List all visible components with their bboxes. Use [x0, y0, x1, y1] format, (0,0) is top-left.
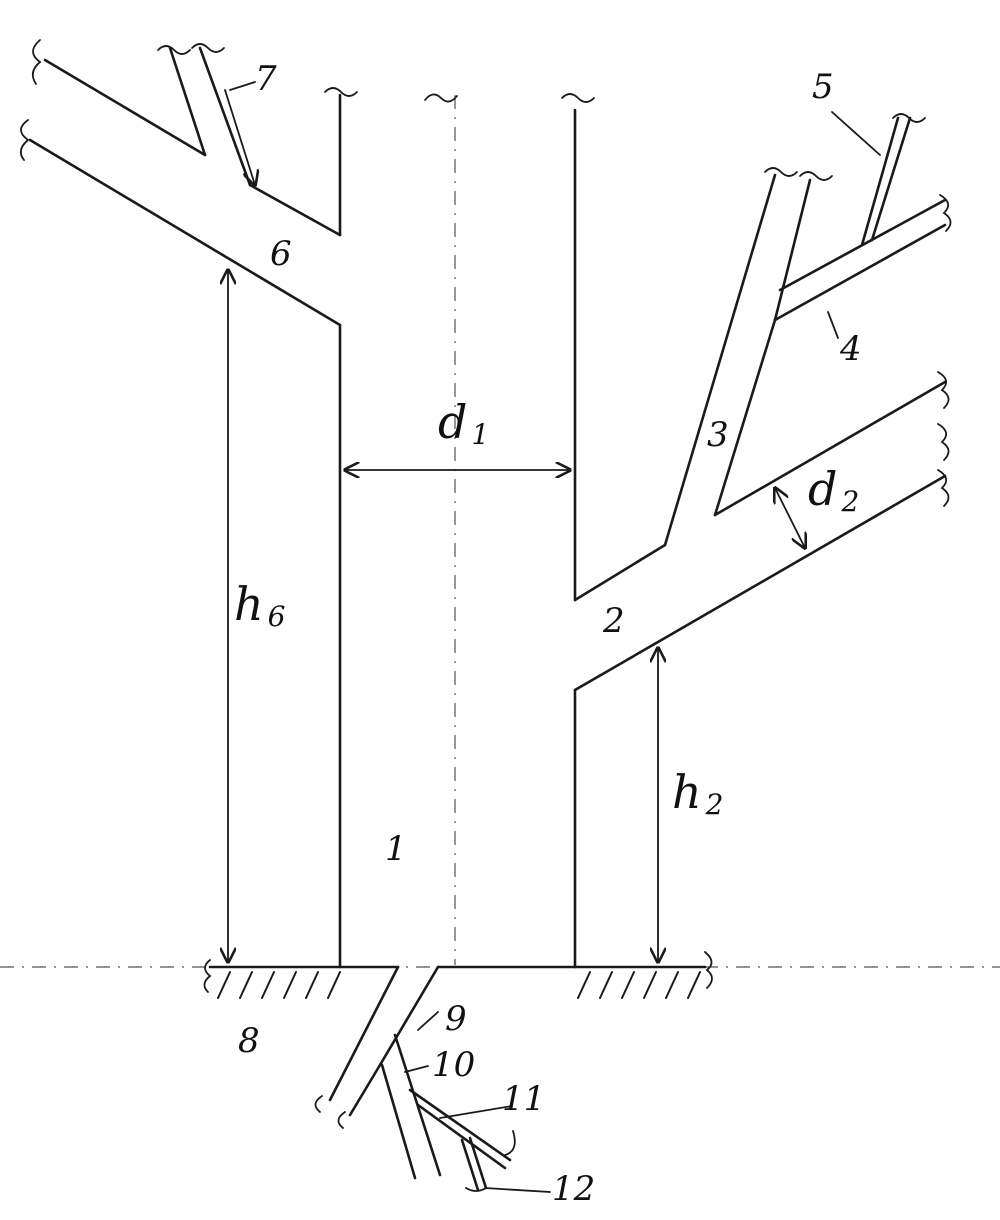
- leader-11: [439, 1105, 513, 1119]
- leader-12: [484, 1187, 551, 1193]
- leader-10: [404, 1065, 429, 1073]
- label-twig-7: 7: [255, 59, 277, 99]
- label-root-11: 11: [502, 1079, 545, 1119]
- label-branch-4: 4: [839, 329, 862, 369]
- label-root-12: 12: [552, 1169, 595, 1209]
- roots: [314, 965, 516, 1192]
- label-root-10: 10: [432, 1045, 475, 1085]
- label-twig-5: 5: [812, 67, 834, 107]
- ground-hatching: [203, 951, 713, 999]
- d2-dimension-arrow: [775, 488, 805, 548]
- leader-7: [229, 81, 256, 91]
- branch-left: [19, 39, 342, 327]
- label-trunk: 1: [385, 829, 407, 869]
- leader-5: [831, 111, 881, 156]
- leader-9: [417, 1011, 439, 1031]
- branch-right-upper: [713, 113, 952, 517]
- trunk: [324, 87, 595, 969]
- label-root-9: 9: [445, 999, 467, 1039]
- label-ground-8: 8: [238, 1021, 260, 1061]
- leader-4: [827, 311, 839, 339]
- label-branch-6: 6: [270, 234, 292, 274]
- branch-right-main: [573, 173, 950, 692]
- label-branch-3: 3: [707, 415, 729, 455]
- leader-7-arrow: [224, 89, 255, 185]
- label-branch-2: 2: [602, 601, 625, 641]
